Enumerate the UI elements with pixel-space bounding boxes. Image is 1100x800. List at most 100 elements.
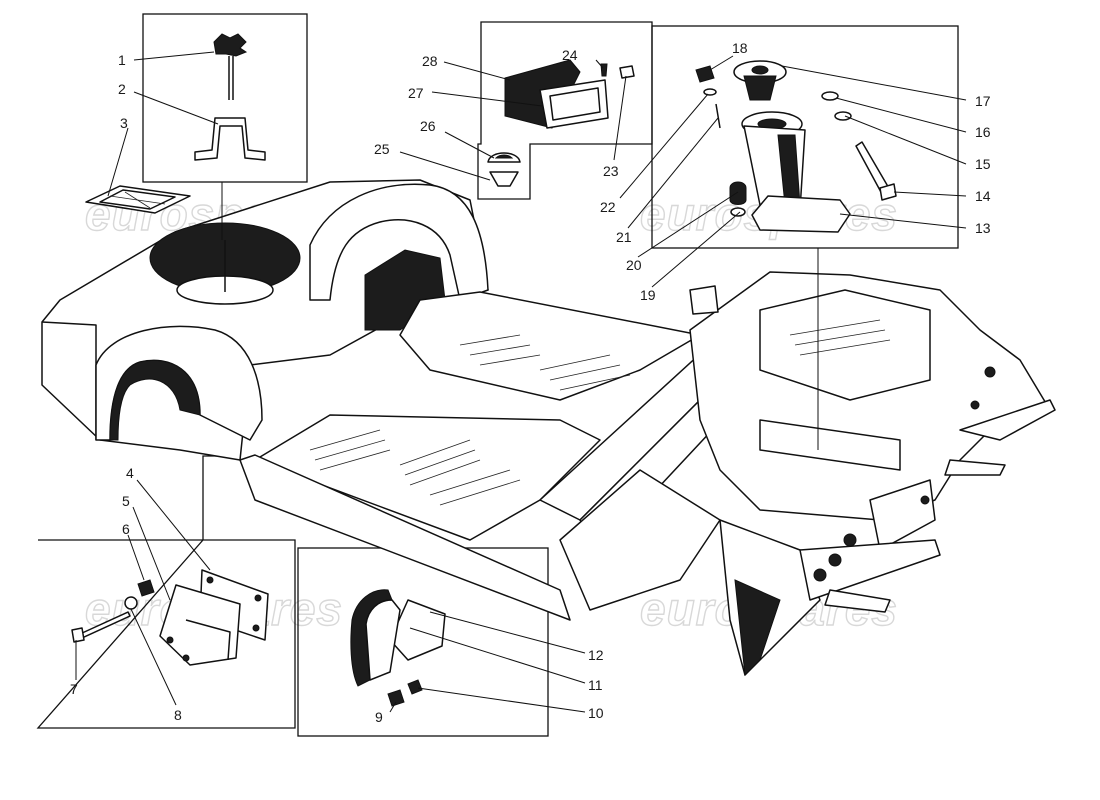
callout-label: 25 [374, 141, 390, 157]
part-13-mount-pedestal [741, 111, 851, 233]
washer-icon [821, 91, 839, 101]
callout-label: 22 [600, 199, 616, 215]
part-10-nut [407, 679, 423, 695]
part-27-plate [539, 79, 609, 129]
front-floor-pan [399, 291, 701, 401]
part-1-knob-screw [213, 33, 248, 100]
rubber-bush-icon [729, 181, 747, 205]
leader-lines [75, 51, 967, 713]
nut-icon [387, 689, 405, 707]
main-floor-ribs [309, 429, 521, 506]
wheel-arch-shadow-left [109, 359, 201, 441]
bolt-head-icon [71, 627, 85, 643]
callout-label: 4 [126, 465, 134, 481]
bracket-fold [185, 619, 231, 661]
callout-label: 5 [122, 493, 130, 509]
nut-icon [137, 579, 155, 597]
callout-label: 15 [975, 156, 991, 172]
callout-label: 13 [975, 220, 991, 236]
callout-label: 8 [174, 707, 182, 723]
callout-label: 1 [118, 52, 126, 68]
stud-icon [715, 103, 721, 129]
callout-label: 18 [732, 40, 748, 56]
callout-label: 20 [626, 257, 642, 273]
main-floor-pan [254, 414, 601, 541]
inset-box-spare-wheel-clamp [142, 13, 308, 183]
callout-label: 19 [640, 287, 656, 303]
part-14-bolt [855, 141, 897, 201]
callout-label: 6 [122, 521, 130, 537]
clamp-bracket-shape [194, 117, 266, 161]
part-24-screw [600, 63, 608, 77]
part-19-washer [730, 207, 746, 217]
callout-label: 17 [975, 93, 991, 109]
part-15-washer [834, 111, 852, 121]
side-sill [239, 454, 571, 621]
part-18-nut [695, 65, 715, 83]
pedestal-base [751, 195, 851, 233]
small-screw-icon [600, 63, 608, 77]
front-floor-ribs [459, 334, 631, 391]
callout-label: 2 [118, 81, 126, 97]
rear-extension-lower [944, 459, 1006, 476]
rear-lower-blade [824, 589, 891, 613]
grommet-hole-icon [494, 154, 514, 159]
mount-cap-body [743, 75, 777, 101]
part-21-stud [715, 103, 721, 129]
inset-box-engine-mount [651, 25, 959, 249]
callout-label: 9 [375, 709, 383, 725]
plate-inner [549, 87, 601, 121]
callout-label: 11 [588, 677, 603, 693]
part-2-clamp-bracket [194, 117, 266, 161]
callout-label: 28 [422, 53, 438, 69]
bolt-head-icon [619, 65, 635, 79]
pad-inner [99, 189, 176, 210]
callout-label: 7 [70, 681, 78, 697]
nut-icon [407, 679, 423, 695]
callout-label: 27 [408, 85, 424, 101]
bolt-head-icon [879, 183, 897, 201]
rear-sill-block [559, 469, 721, 611]
star-knob-icon [213, 33, 248, 57]
washer-icon [703, 88, 717, 96]
rear-engine-tray [759, 289, 931, 401]
callout-label: 14 [975, 188, 991, 204]
part-26-grommet [487, 152, 521, 163]
rear-subframe [689, 271, 1051, 521]
rear-leg-left-shadow [734, 579, 781, 677]
washer-icon [730, 207, 746, 217]
top-tab [689, 285, 719, 315]
part-6-nut [137, 579, 155, 597]
part-16-washer [821, 91, 839, 101]
rear-tray-ribs [789, 319, 891, 356]
callout-label: 23 [603, 163, 619, 179]
part-11-rubber-buffer [350, 589, 401, 687]
rear-extension-right [959, 399, 1056, 441]
callout-label: 10 [588, 705, 604, 721]
callout-label: 21 [616, 229, 632, 245]
callout-label: 26 [420, 118, 436, 134]
part-17-mount-cap [733, 60, 787, 101]
callout-label: 16 [975, 124, 991, 140]
washer-icon [834, 111, 852, 121]
nut-icon [695, 65, 715, 83]
part-7-bolt [71, 611, 131, 643]
part-22-washer [703, 88, 717, 96]
part-9-nut [387, 689, 405, 707]
part-8-washer [124, 596, 138, 610]
subframe-holes [813, 366, 996, 582]
plate-shape [539, 79, 609, 129]
part-25-plug [489, 171, 519, 187]
part-20-rubber-bush [729, 181, 747, 205]
washer-icon [124, 596, 138, 610]
part-3-pad [85, 185, 191, 214]
pad-shape [85, 185, 191, 214]
callout-label: 3 [120, 115, 128, 131]
part-5-bracket [159, 584, 241, 666]
chassis-frame [41, 179, 1056, 677]
callout-numbers: 1 2 3 4 5 6 7 8 9 10 11 12 13 14 15 16 1… [70, 40, 991, 725]
front-wheel-arch-right [309, 183, 489, 301]
mount-cap-hole [751, 65, 769, 75]
buffer-face [365, 599, 401, 681]
